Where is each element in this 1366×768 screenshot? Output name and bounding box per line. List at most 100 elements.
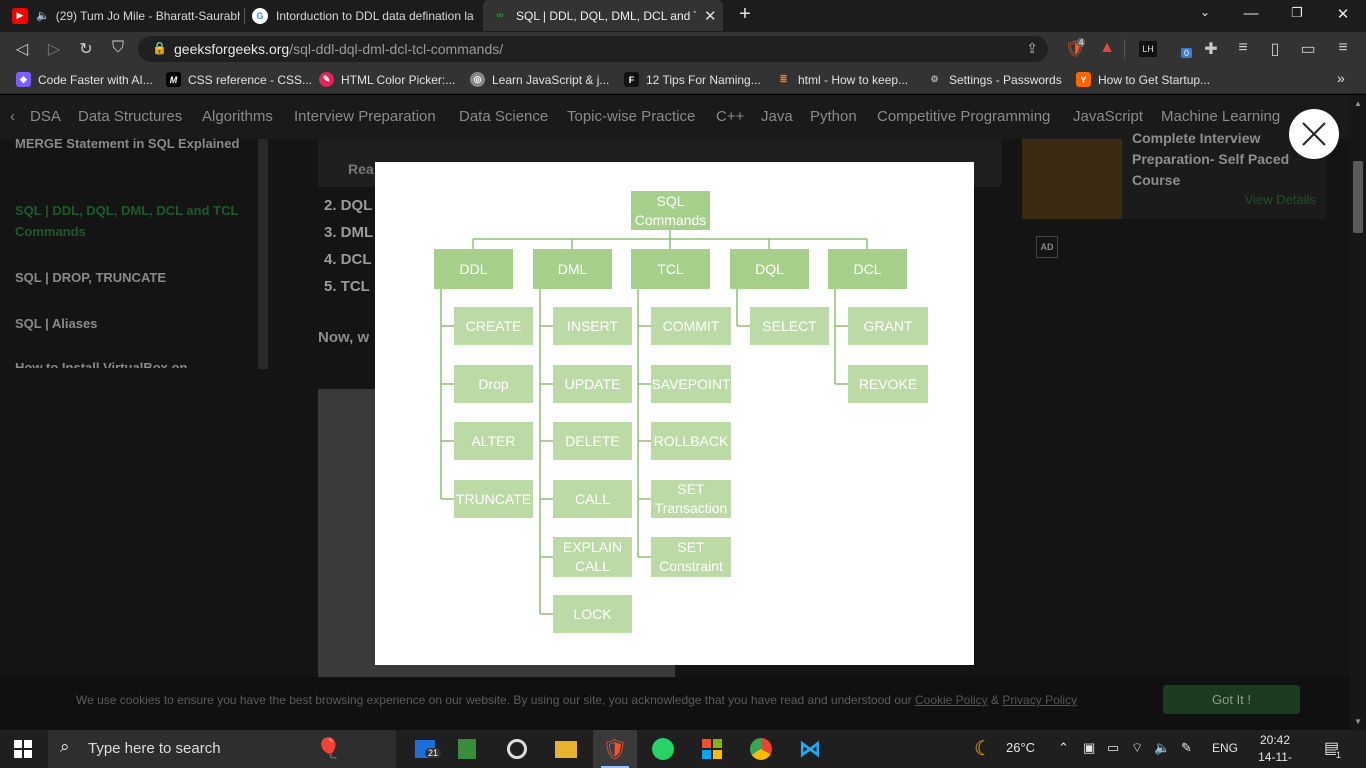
- taskbar-search[interactable]: ⌕ Type here to search 🎈: [48, 730, 396, 768]
- weather-temp[interactable]: 26°C: [1006, 740, 1036, 755]
- weather-moon-icon[interactable]: ☾: [974, 738, 992, 760]
- tab-strip: ▶ 🔈 (29) Tum Jo Mile - Bharatt-Saurabh G…: [0, 0, 1366, 32]
- nav-item[interactable]: C++: [716, 108, 745, 125]
- nav-item[interactable]: Java: [761, 108, 793, 125]
- forward-icon[interactable]: ▷: [47, 41, 61, 58]
- left-link[interactable]: How to Install VirtualBox on: [15, 360, 188, 368]
- nav-item[interactable]: Data Structures: [78, 108, 183, 125]
- lock-icon: 🔒: [152, 41, 167, 55]
- search-highlight-icon: 🎈: [316, 738, 341, 760]
- nav-item[interactable]: Competitive Programming: [877, 108, 1051, 125]
- tab-active-gfg[interactable]: ∞ SQL | DDL, DQL, DML, DCL and TCL ✕: [483, 0, 723, 31]
- extension-counter[interactable]: 0: [1181, 48, 1193, 58]
- bookmark-item[interactable]: ≣html - How to keep...: [776, 72, 908, 87]
- close-lightbox-button[interactable]: [1289, 109, 1339, 159]
- nav-scroll-left-icon[interactable]: ‹: [10, 108, 15, 125]
- bookmark-item[interactable]: ◆Code Faster with AI...: [16, 72, 153, 87]
- bookmark-item[interactable]: ◎Learn JavaScript & j...: [470, 72, 609, 87]
- nav-item[interactable]: DSA: [30, 108, 61, 125]
- language-indicator[interactable]: ENG: [1212, 741, 1239, 755]
- minimize-button[interactable]: —: [1243, 5, 1259, 22]
- show-hidden-icons-chevron-icon[interactable]: ⌃: [1058, 740, 1069, 755]
- window-close-button[interactable]: ✕: [1336, 6, 1350, 23]
- sheets-app[interactable]: [445, 730, 489, 768]
- category-node-dml: DML: [533, 249, 612, 289]
- whatsapp-app[interactable]: [641, 730, 685, 768]
- brave-app[interactable]: 🛡: [593, 730, 637, 768]
- course-card[interactable]: Complete Interview Preparation- Self Pac…: [1022, 130, 1326, 219]
- lighthouse-ext-icon[interactable]: LH: [1139, 41, 1157, 57]
- nav-item[interactable]: Python: [810, 108, 857, 125]
- bookmark-item[interactable]: ✎HTML Color Picker:...: [319, 72, 455, 87]
- url-text[interactable]: geeksforgeeks.org/sql-ddl-dql-dml-dcl-tc…: [174, 41, 504, 57]
- tab-google[interactable]: G Intorduction to DDL data defination la: [252, 0, 477, 31]
- ai-icon: ◆: [16, 72, 31, 87]
- brave-icon: 🛡: [602, 738, 628, 761]
- mail-app[interactable]: 21: [403, 730, 447, 768]
- diagram-connectors: [440, 230, 868, 615]
- start-button[interactable]: [14, 740, 32, 763]
- left-link[interactable]: MERGE Statement in SQL Explained: [15, 136, 240, 151]
- mdn-icon: M: [166, 72, 181, 87]
- view-details-link[interactable]: View Details: [1244, 192, 1316, 207]
- scroll-down-icon[interactable]: ▼: [1354, 717, 1362, 726]
- sidebar-scrollbar[interactable]: [258, 139, 268, 369]
- store-app[interactable]: [690, 730, 734, 768]
- bookmarks-overflow-button[interactable]: »: [1337, 70, 1345, 86]
- bookmark-icon[interactable]: ⛉: [111, 39, 124, 56]
- chrome-app[interactable]: [739, 730, 783, 768]
- page-scrollbar[interactable]: ▲ ▼: [1350, 95, 1366, 730]
- nav-item[interactable]: JavaScript: [1073, 108, 1144, 125]
- address-bar[interactable]: 🔒 geeksforgeeks.org/sql-ddl-dql-dml-dcl-…: [138, 36, 1048, 62]
- file-explorer-app[interactable]: [544, 730, 588, 768]
- cookie-policy-link[interactable]: Cookie Policy: [914, 693, 988, 707]
- left-link-active[interactable]: SQL | DDL, DQL, DML, DCL and TCL Command…: [15, 203, 239, 239]
- battery-icon[interactable]: ▭: [1107, 740, 1120, 755]
- reload-icon[interactable]: ↻: [79, 41, 93, 58]
- brave-rewards-icon[interactable]: ▲: [1099, 39, 1115, 56]
- wifi-icon[interactable]: ⌔: [1131, 740, 1144, 755]
- gfg-icon: ∞: [496, 10, 504, 21]
- article-tab[interactable]: Rea: [348, 161, 374, 177]
- restore-button[interactable]: ❐: [1291, 5, 1303, 20]
- scroll-up-icon[interactable]: ▲: [1354, 99, 1362, 108]
- menu-icon[interactable]: ≡: [1338, 39, 1348, 56]
- media-app[interactable]: [495, 730, 539, 768]
- paragraph-text: Now, w: [318, 329, 370, 346]
- share-icon[interactable]: ⇪: [1026, 40, 1038, 56]
- pen-icon[interactable]: ✎: [1181, 740, 1192, 755]
- notification-center-icon[interactable]: ▤: [1324, 740, 1340, 757]
- tab-title: Intorduction to DDL data defination la: [276, 8, 474, 23]
- store-icon: [702, 739, 722, 759]
- privacy-policy-link[interactable]: Privacy Policy: [1002, 693, 1078, 707]
- accept-cookies-button[interactable]: Got It !: [1163, 685, 1300, 714]
- new-tab-button[interactable]: +: [739, 3, 751, 25]
- scrollbar-thumb[interactable]: [1353, 161, 1363, 233]
- bookmark-item[interactable]: ⚙Settings - Passwords: [927, 72, 1062, 87]
- system-clock[interactable]: 20:42 14-11-2022: [1248, 732, 1302, 768]
- command-node: EXPLAIN CALL: [553, 537, 632, 577]
- left-link[interactable]: SQL | DROP, TRUNCATE: [15, 270, 166, 285]
- vscode-app[interactable]: ⋈: [788, 730, 832, 768]
- nav-item[interactable]: Data Science: [459, 108, 549, 125]
- volume-icon[interactable]: 🔈: [1154, 740, 1171, 755]
- nav-item[interactable]: Interview Preparation: [294, 108, 436, 125]
- nav-item[interactable]: Topic-wise Practice: [567, 108, 696, 125]
- nav-item[interactable]: Algorithms: [202, 108, 273, 125]
- back-icon[interactable]: ◁: [15, 41, 29, 58]
- nav-item[interactable]: Machine Learning: [1161, 108, 1281, 125]
- sidebar-icon[interactable]: ▯: [1270, 41, 1280, 58]
- left-link[interactable]: SQL | Aliases: [15, 316, 98, 331]
- wallet-icon[interactable]: ▭: [1300, 41, 1316, 58]
- tab-list-icon[interactable]: ⌄: [1199, 5, 1211, 19]
- speaker-icon[interactable]: 🔈: [36, 10, 50, 22]
- meet-now-icon[interactable]: ▣: [1083, 740, 1096, 755]
- cookie-banner: We use cookies to ensure you have the be…: [0, 677, 1350, 730]
- playlist-icon[interactable]: ≡: [1238, 39, 1248, 56]
- extensions-puzzle-icon[interactable]: ✚: [1204, 41, 1218, 58]
- tab-youtube[interactable]: ▶ 🔈 (29) Tum Jo Mile - Bharatt-Saurabh: [12, 0, 240, 31]
- close-tab-icon[interactable]: ✕: [704, 7, 717, 25]
